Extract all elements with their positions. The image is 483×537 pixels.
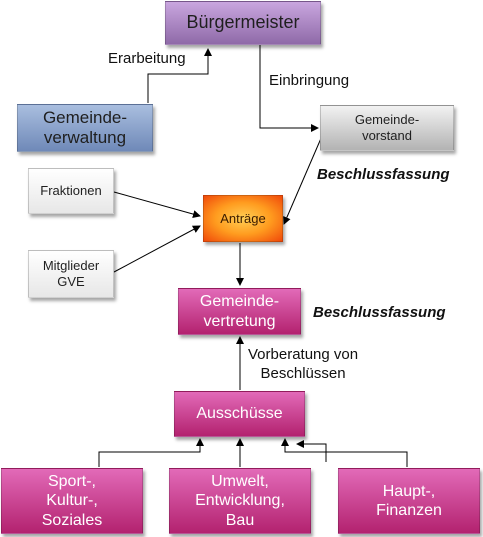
node-sport-kultur-soziales: Sport-, Kultur-, Soziales — [1, 468, 143, 534]
label-einbringung: Einbringung — [269, 72, 350, 89]
node-gemeindevertretung-label: Gemeinde- vertretung — [199, 293, 280, 330]
arrow-fraktionen-antraege — [113, 191, 201, 218]
node-antraege: Anträge — [203, 195, 283, 242]
node-haupt-finanzen-label: Haupt-, Finanzen — [376, 482, 442, 519]
node-gemeindevorstand: Gemeinde- vorstand — [320, 105, 454, 151]
node-gemeindeverwaltung: Gemeinde- verwaltung — [17, 104, 153, 152]
arrow-erarbeitung — [147, 48, 212, 103]
node-buergermeister-label: Bürgermeister — [186, 12, 300, 33]
node-fraktionen: Fraktionen — [28, 168, 114, 214]
label-beschlussfassung-vorstand: Beschlussfassung — [317, 166, 450, 183]
arrow-vorstand-antraege — [283, 135, 323, 225]
node-gemeindeverwaltung-label: Gemeinde- verwaltung — [42, 107, 128, 147]
node-gemeindevorstand-label: Gemeinde- vorstand — [354, 112, 420, 143]
node-sport-kultur-soziales-label: Sport-, Kultur-, Soziales — [41, 473, 103, 529]
node-umwelt-entwicklung-bau-label: Umwelt, Entwicklung, Bau — [195, 473, 285, 529]
node-antraege-label: Anträge — [220, 210, 266, 226]
arrow-mitglieder-antraege — [113, 225, 201, 273]
node-gemeindevertretung: Gemeinde- vertretung — [178, 288, 301, 335]
node-ausschuesse: Ausschüsse — [174, 391, 305, 437]
node-buergermeister: Bürgermeister — [165, 1, 321, 45]
node-haupt-finanzen: Haupt-, Finanzen — [338, 468, 480, 534]
label-beschlussfassung-vertretung: Beschlussfassung — [313, 304, 446, 321]
label-erarbeitung: Erarbeitung — [108, 50, 186, 67]
arrow-haupt-ausschuesse — [281, 438, 408, 467]
node-mitglieder-gve-label: Mitglieder GVE — [42, 258, 100, 289]
node-mitglieder-gve: Mitglieder GVE — [28, 250, 114, 298]
node-fraktionen-label: Fraktionen — [40, 183, 102, 199]
arrow-einbringung — [259, 45, 319, 132]
arrow-haupt-secondary — [296, 440, 327, 462]
node-ausschuesse-label: Ausschüsse — [196, 405, 283, 423]
arrow-sport-ausschuesse — [98, 438, 204, 467]
label-vorberatung: Vorberatung von Beschlüssen — [248, 346, 359, 382]
node-umwelt-entwicklung-bau: Umwelt, Entwicklung, Bau — [169, 468, 311, 534]
